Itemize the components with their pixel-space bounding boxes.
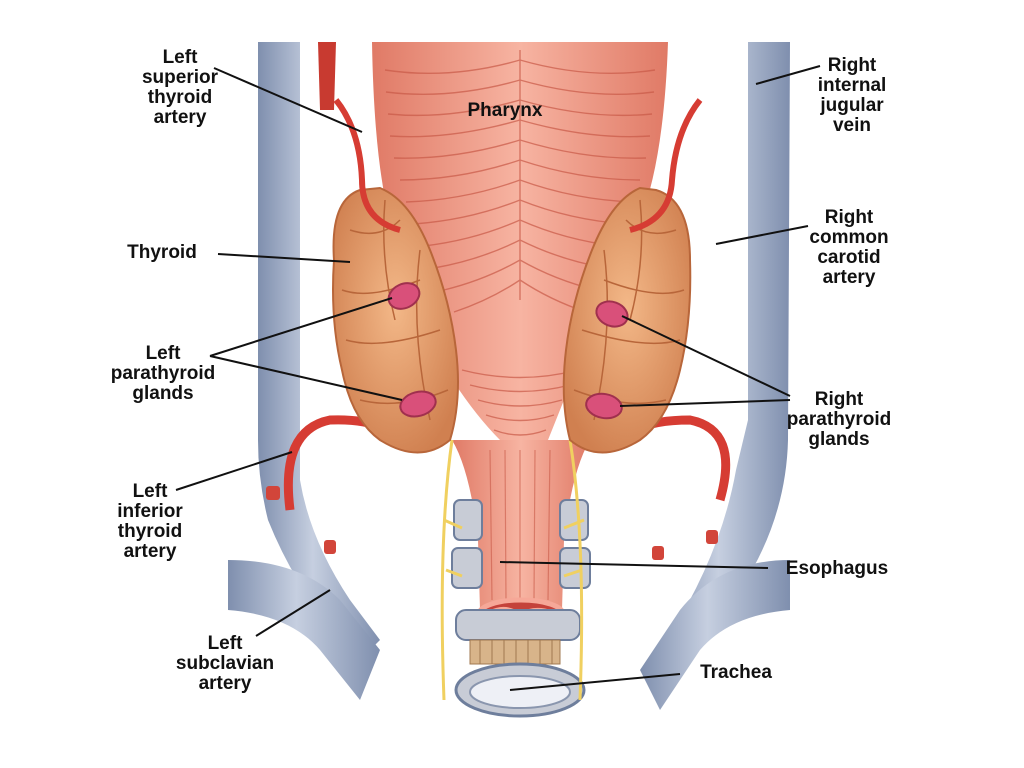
label-thyroid: Thyroid <box>127 242 197 263</box>
leader-esophagus <box>499 561 769 569</box>
pharynx-lower-rings <box>461 369 579 436</box>
left-external-carotid-artery <box>318 42 336 110</box>
leader-thyroid <box>217 253 351 263</box>
left-superior-thyroid-artery <box>333 98 401 233</box>
thyroid-right-lobules <box>573 199 685 421</box>
leader-right-parathyroid-upper <box>621 315 791 397</box>
artery-stub <box>706 530 718 544</box>
label-esophagus: Esophagus <box>785 558 889 579</box>
leader-left-superior-thyroid-artery <box>213 67 363 133</box>
leader-left-inferior-thyroid-artery <box>175 451 293 491</box>
label-left-superior-thyroid-artery: Left superior thyroid artery <box>141 47 219 128</box>
label-pharynx: Pharynx <box>467 100 543 121</box>
leader-right-common-carotid-artery <box>715 225 809 245</box>
leader-right-internal-jugular-vein <box>755 65 821 85</box>
label-left-subclavian-artery: Left subclavian artery <box>175 633 275 694</box>
thyroid-left-lobe <box>332 186 459 454</box>
leader-left-parathyroid-upper <box>209 297 393 357</box>
right-parathyroid-gland-lower <box>585 392 623 420</box>
label-left-inferior-thyroid-artery: Left inferior thyroid artery <box>117 481 183 562</box>
label-trachea: Trachea <box>700 662 772 683</box>
left-parathyroid-gland-lower <box>399 390 437 418</box>
leader-left-subclavian-artery <box>255 589 331 637</box>
label-left-parathyroid-glands: Left parathyroid glands <box>110 343 216 404</box>
esophagus-striations <box>489 449 551 601</box>
leader-left-parathyroid-lower <box>209 355 403 401</box>
right-internal-jugular-vein <box>660 42 790 660</box>
leader-trachea <box>509 673 681 691</box>
label-right-common-carotid-artery: Right common carotid artery <box>809 207 889 288</box>
right-superior-thyroid-artery <box>629 98 703 233</box>
artery-stub <box>324 540 336 554</box>
artery-stub <box>652 546 664 560</box>
label-right-parathyroid-glands: Right parathyroid glands <box>786 389 892 450</box>
label-right-internal-jugular-vein: Right internal jugular vein <box>817 55 887 136</box>
esophagus <box>452 440 590 610</box>
recurrent-laryngeal-nerves <box>440 439 585 701</box>
left-subclavian-vein <box>228 560 380 700</box>
artery-stub <box>266 486 280 500</box>
leader-right-parathyroid-lower <box>619 399 791 407</box>
leader-lines <box>175 65 821 691</box>
left-parathyroid-gland-upper <box>387 282 421 310</box>
trachea <box>451 499 591 718</box>
right-subclavian-vein <box>640 560 790 710</box>
